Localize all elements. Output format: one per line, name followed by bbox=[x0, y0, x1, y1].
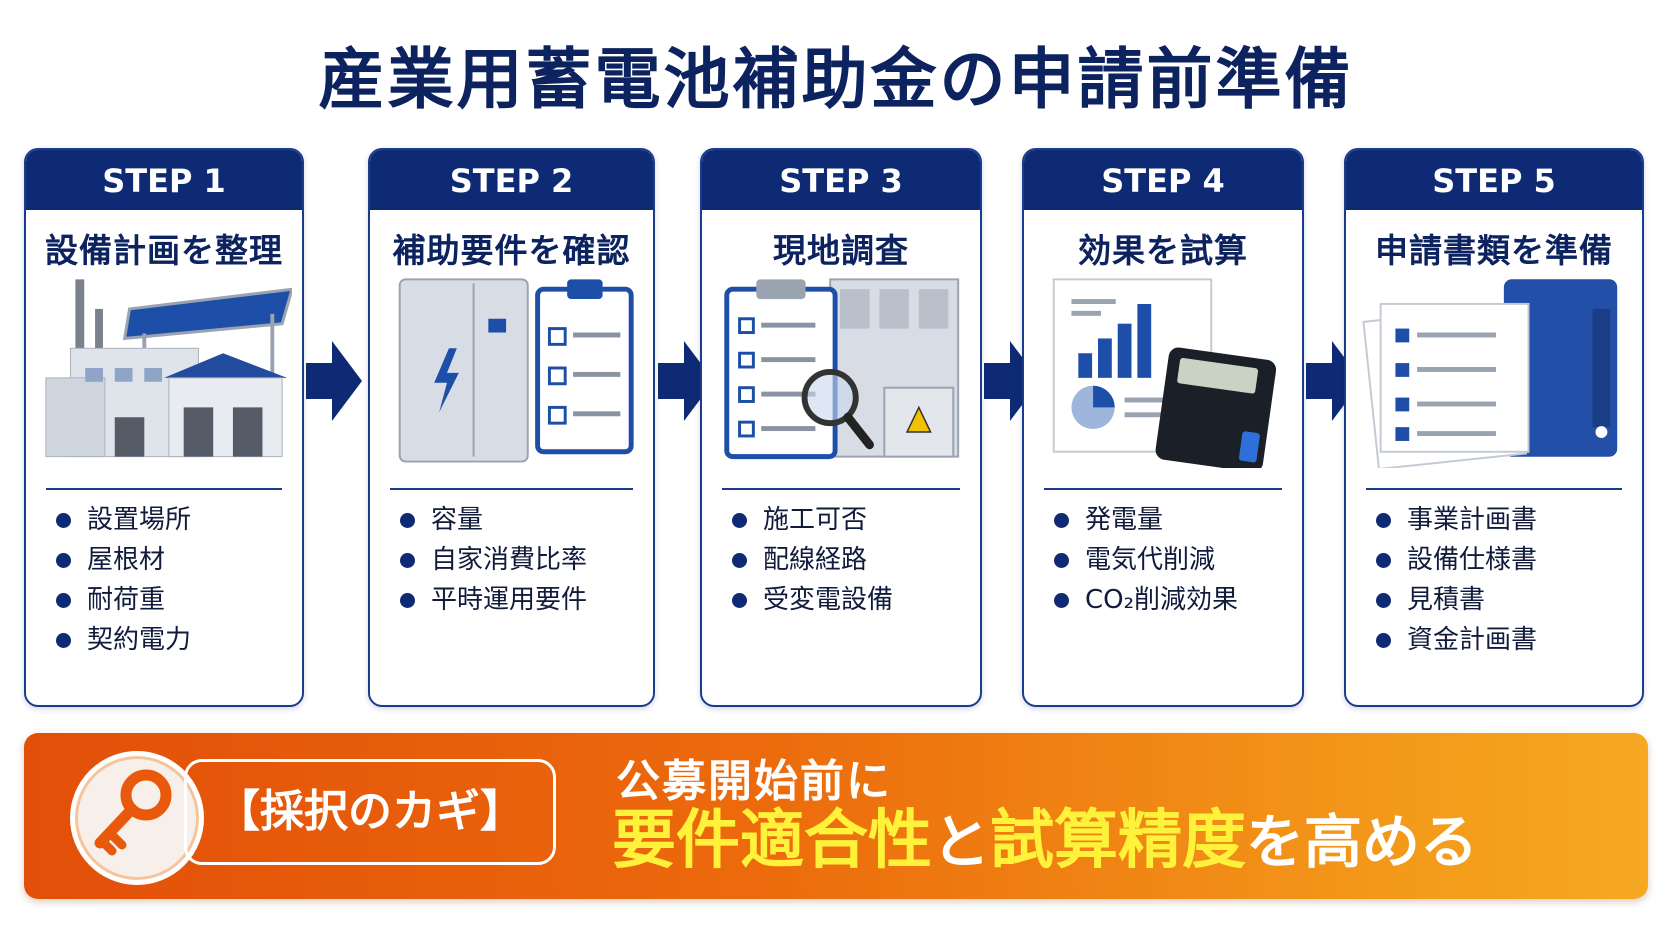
bullet-dot bbox=[1376, 552, 1391, 568]
step-heading: 現地調査 bbox=[773, 231, 909, 270]
step-card-2: STEP 2 補助要件を確認 容量 自家消費比率 平時運用要件 bbox=[368, 148, 655, 707]
step-label: STEP 4 bbox=[1024, 150, 1302, 210]
list-item: 設置場所 bbox=[56, 500, 292, 540]
list-item: 平時運用要件 bbox=[400, 580, 643, 620]
bullet-dot bbox=[1376, 632, 1391, 648]
list-item: 受変電設備 bbox=[732, 580, 970, 620]
key-icon bbox=[70, 751, 204, 885]
list-item: 発電量 bbox=[1054, 500, 1292, 540]
page-title: 産業用蓄電池補助金の申請前準備 bbox=[318, 41, 1354, 118]
list-item-label: 容量 bbox=[431, 505, 484, 535]
list-item: 配線経路 bbox=[732, 540, 970, 580]
step-heading: 補助要件を確認 bbox=[392, 231, 631, 270]
list-item: 契約電力 bbox=[56, 620, 292, 660]
list-item-label: 設備仕様書 bbox=[1407, 545, 1538, 575]
divider bbox=[722, 488, 960, 490]
battery-checklist-icon bbox=[380, 268, 643, 468]
list-item-label: 配線経路 bbox=[763, 545, 868, 575]
list-item-label: 資金計画書 bbox=[1407, 625, 1538, 655]
bullet-dot bbox=[732, 592, 747, 608]
bullet-dot bbox=[400, 592, 415, 608]
list-item: 見積書 bbox=[1376, 580, 1632, 620]
chart-calculator-icon bbox=[1034, 268, 1292, 468]
list-item: 自家消費比率 bbox=[400, 540, 643, 580]
highlight-text: 試算精度 bbox=[990, 804, 1247, 878]
arrow-right-icon bbox=[306, 341, 362, 421]
bullet-dot bbox=[400, 552, 415, 568]
bullet-dot bbox=[56, 592, 71, 608]
list-item-label: 見積書 bbox=[1407, 585, 1486, 615]
bullet-dot bbox=[1054, 512, 1069, 528]
list-item: 耐荷重 bbox=[56, 580, 292, 620]
banner-text: を高める bbox=[1246, 808, 1479, 876]
list-item: 施工可否 bbox=[732, 500, 970, 540]
list-item-label: 受変電設備 bbox=[763, 585, 894, 615]
survey-inspection-icon bbox=[712, 268, 970, 468]
divider bbox=[46, 488, 282, 490]
step-label: STEP 2 bbox=[370, 150, 653, 210]
divider bbox=[1366, 488, 1622, 490]
arrow-right-icon bbox=[984, 341, 1040, 421]
list-item-label: 耐荷重 bbox=[87, 585, 166, 615]
list-item: 容量 bbox=[400, 500, 643, 540]
bullet-dot bbox=[1054, 592, 1069, 608]
list-item: 設備仕様書 bbox=[1376, 540, 1632, 580]
step-card-4: STEP 4 効果を試算 発電量 電気代削減 CO₂削減効果 bbox=[1022, 148, 1304, 707]
step-label: STEP 1 bbox=[26, 150, 302, 210]
step-card-5: STEP 5 申請書類を準備 事業計画書 設備仕様書 見積書 資金計画書 bbox=[1344, 148, 1644, 707]
list-item-label: 設置場所 bbox=[87, 505, 192, 535]
list-item-label: 発電量 bbox=[1085, 505, 1164, 535]
bullet-dot bbox=[56, 552, 71, 568]
banner-subtitle: 公募開始前に bbox=[616, 756, 892, 807]
list-item: 電気代削減 bbox=[1054, 540, 1292, 580]
documents-binder-icon bbox=[1356, 268, 1632, 468]
arrow-right-icon bbox=[658, 341, 714, 421]
divider bbox=[390, 488, 633, 490]
arrow-right-icon bbox=[1306, 341, 1362, 421]
step-card-1: STEP 1 設備計画を整理 設置場所 屋根材 耐荷重 契約電力 bbox=[24, 148, 304, 707]
divider bbox=[1044, 488, 1282, 490]
list-item-label: 自家消費比率 bbox=[431, 545, 588, 575]
highlight-text: 要件適合性 bbox=[612, 804, 932, 878]
list-item: 資金計画書 bbox=[1376, 620, 1632, 660]
step-card-3: STEP 3 現地調査 施工可否 配線経路 受変電設備 bbox=[700, 148, 982, 707]
banner-text: と bbox=[932, 808, 991, 876]
key-label: 【採択のカギ】 bbox=[184, 759, 556, 865]
factory-solar-icon bbox=[36, 268, 292, 468]
bullet-dot bbox=[56, 512, 71, 528]
bullet-dot bbox=[1376, 592, 1391, 608]
bullet-dot bbox=[56, 632, 71, 648]
bullet-dot bbox=[400, 512, 415, 528]
list-item-label: 屋根材 bbox=[87, 545, 166, 575]
banner-message: 要件適合性と試算精度を高める bbox=[612, 801, 1478, 882]
list-item-label: CO₂削減効果 bbox=[1085, 585, 1239, 615]
bullet-dot bbox=[732, 552, 747, 568]
list-item: 屋根材 bbox=[56, 540, 292, 580]
step-heading: 申請書類を準備 bbox=[1375, 231, 1613, 270]
bullet-dot bbox=[732, 512, 747, 528]
list-item: CO₂削減効果 bbox=[1054, 580, 1292, 620]
step-label: STEP 3 bbox=[702, 150, 980, 210]
list-item-label: 施工可否 bbox=[763, 505, 868, 535]
key-banner: 【採択のカギ】 公募開始前に 要件適合性と試算精度を高める bbox=[24, 733, 1648, 899]
list-item-label: 契約電力 bbox=[87, 625, 192, 655]
step-label: STEP 5 bbox=[1346, 150, 1642, 210]
bullet-dot bbox=[1054, 552, 1069, 568]
step-heading: 設備計画を整理 bbox=[45, 231, 283, 270]
step-heading: 効果を試算 bbox=[1078, 231, 1248, 270]
list-item-label: 事業計画書 bbox=[1407, 505, 1538, 535]
list-item-label: 平時運用要件 bbox=[431, 585, 588, 615]
bullet-dot bbox=[1376, 512, 1391, 528]
list-item-label: 電気代削減 bbox=[1085, 545, 1216, 575]
list-item: 事業計画書 bbox=[1376, 500, 1632, 540]
